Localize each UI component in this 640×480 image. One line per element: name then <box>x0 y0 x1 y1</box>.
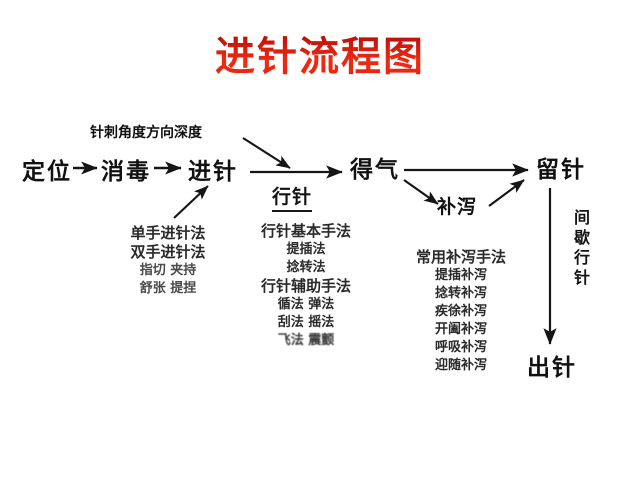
node-buxie[interactable]: 补泻 <box>437 196 478 218</box>
detail-buxie-line-6: 迎随补泻 <box>434 358 487 373</box>
detail-insertion-line-1: 单手进针法 <box>130 224 206 242</box>
detail-column-needle-insertion: 单手进针法 双手进针法 指切 夹持 舒张 提捏 <box>108 224 228 298</box>
label-intermittent-manipulation: 间 歇 行 针 <box>572 208 592 288</box>
vlabel-char-2: 歇 <box>573 228 590 247</box>
arrow-angle-note-to-xingzhen <box>242 137 291 169</box>
detail-insertion-line-3: 指切 夹持 <box>139 263 197 278</box>
vlabel-char-4: 针 <box>573 268 590 287</box>
arrow-buxie-to-liuzhen <box>488 179 525 207</box>
annotation-needle-angle-direction-depth: 针刺角度方向深度 <box>90 125 202 141</box>
detail-insertion-line-4: 舒张 提捏 <box>139 281 197 296</box>
vlabel-char-3: 行 <box>573 248 590 267</box>
detail-buxie-line-1: 提插补泻 <box>434 268 487 283</box>
detail-column-needle-manipulation: 行针基本手法 提插法 捻转法 行针辅助手法 循法 弹法 刮法 摇法 飞法 震颤 <box>240 222 372 350</box>
page-title: 进针流程图 <box>0 24 640 82</box>
arrow-insertion-methods-to-jinzhen <box>173 185 209 219</box>
vlabel-char-1: 间 <box>573 208 590 227</box>
node-dingwei[interactable]: 定位 <box>22 158 72 185</box>
detail-manipulation-assist-line-3: 飞法 震颤 <box>277 333 335 348</box>
detail-buxie-line-2: 捻转补泻 <box>434 286 487 301</box>
detail-manipulation-basic-head: 行针基本手法 <box>260 222 351 240</box>
detail-insertion-line-2: 双手进针法 <box>130 243 206 261</box>
detail-buxie-line-5: 呼吸补泻 <box>434 340 487 355</box>
detail-manipulation-assist-line-2: 刮法 摇法 <box>277 315 335 330</box>
detail-manipulation-assist-line-1: 循法 弹法 <box>277 297 335 312</box>
detail-manipulation-assist-head: 行针辅助手法 <box>260 277 351 295</box>
node-jinzhen[interactable]: 进针 <box>188 158 238 185</box>
node-xiaodu[interactable]: 消毒 <box>101 158 151 185</box>
detail-manipulation-basic-line-1: 提插法 <box>286 242 326 257</box>
detail-column-reinforcing-reducing: 常用补泻手法 提插补泻 捻转补泻 疾徐补泻 开阖补泻 呼吸补泻 迎随补泻 <box>396 248 526 375</box>
detail-manipulation-basic-line-2: 捻转法 <box>286 260 326 275</box>
node-xingzhen[interactable]: 行针 <box>272 182 313 212</box>
detail-buxie-head: 常用补泻手法 <box>415 248 506 266</box>
node-liuzhen[interactable]: 留针 <box>536 156 586 183</box>
arrow-deqi-to-buxie <box>403 179 439 205</box>
detail-buxie-line-3: 疾徐补泻 <box>434 304 487 319</box>
node-deqi[interactable]: 得气 <box>350 156 400 183</box>
node-chuzhen[interactable]: 出针 <box>527 354 577 381</box>
detail-buxie-line-4: 开阖补泻 <box>434 322 487 337</box>
